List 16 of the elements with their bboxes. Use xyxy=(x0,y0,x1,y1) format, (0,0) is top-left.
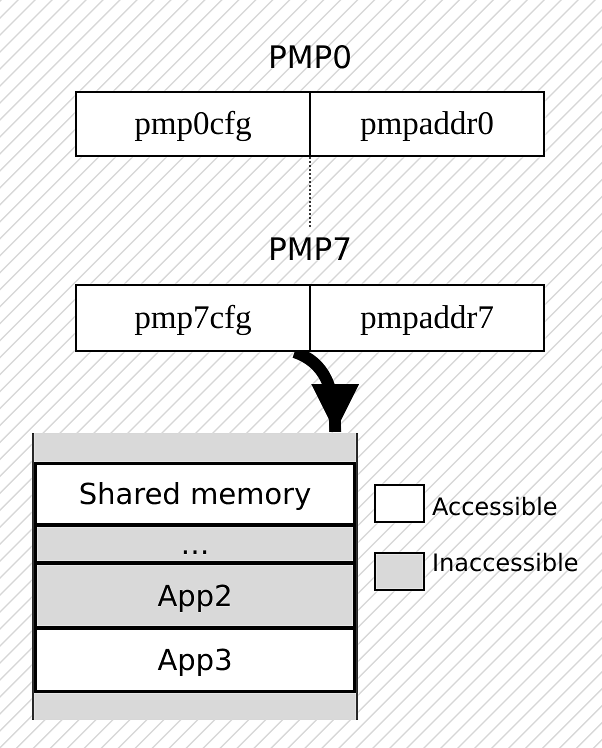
register-field: pmp0cfg xyxy=(75,91,311,157)
register-heading: PMP0 xyxy=(267,39,353,78)
memory-region: App3 xyxy=(34,627,356,693)
memory-region: Shared memory xyxy=(34,462,356,526)
memory-stack xyxy=(32,433,358,720)
memory-region xyxy=(34,693,356,720)
dotted-line xyxy=(309,157,311,228)
legend-label: Inaccessible xyxy=(432,548,578,578)
register-field: pmpaddr0 xyxy=(309,91,545,157)
register-field: pmpaddr7 xyxy=(309,284,545,352)
memory-region xyxy=(34,433,356,462)
memory-region: … xyxy=(34,524,356,564)
register-heading: PMP7 xyxy=(267,231,353,270)
memory-region: App2 xyxy=(34,562,356,629)
legend-label: Accessible xyxy=(432,492,558,522)
register-field: pmp7cfg xyxy=(75,284,311,352)
